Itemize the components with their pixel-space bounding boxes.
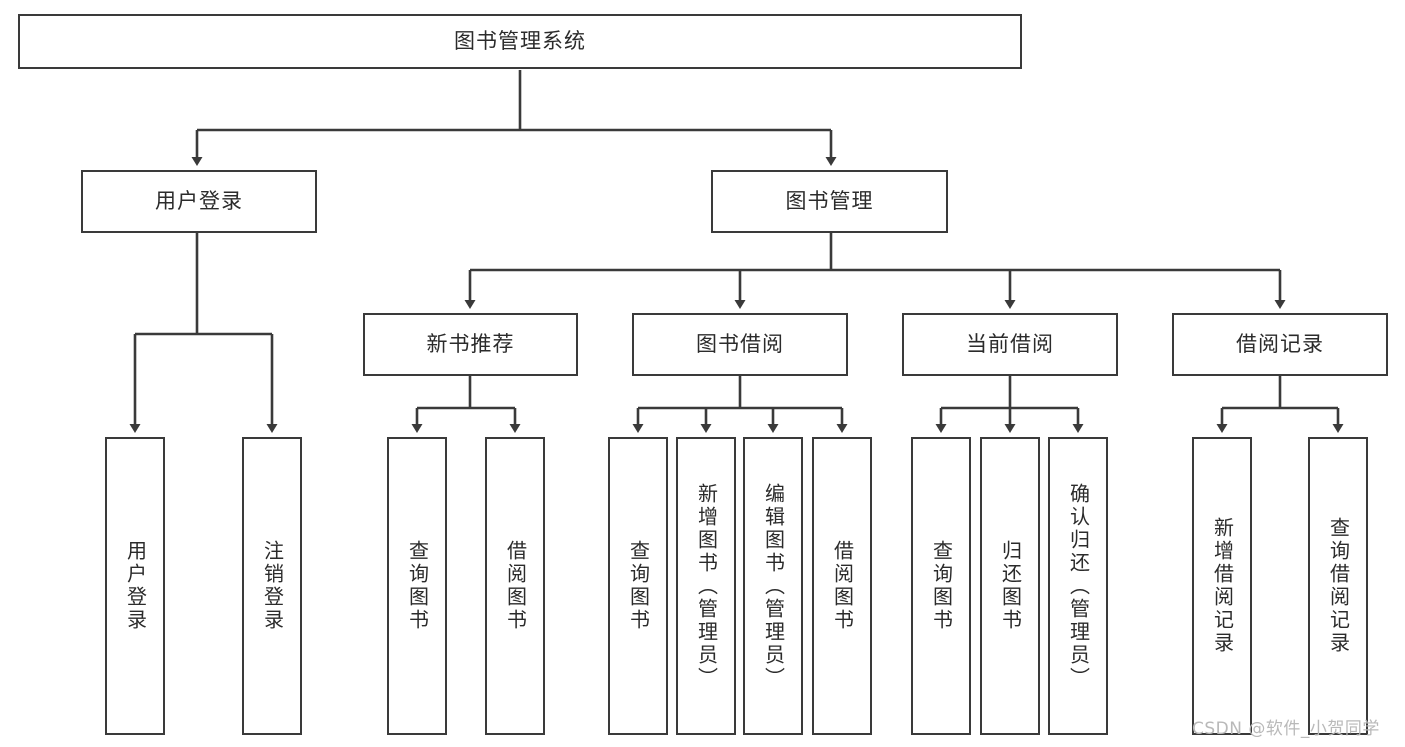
leaf-book-borrow-add-book-admin[interactable]: 新增图书（管理员）	[676, 437, 736, 735]
node-label: 新书推荐	[426, 331, 515, 356]
node-label: 图书管理	[785, 188, 874, 213]
node-label: 新增图书（管理员）	[694, 482, 719, 690]
leaf-borrow-record-add-record[interactable]: 新增借阅记录	[1192, 437, 1252, 735]
node-label: 借阅图书	[503, 540, 528, 632]
leaf-current-borrow-confirm-return-admin[interactable]: 确认归还（管理员）	[1048, 437, 1108, 735]
csdn-watermark: CSDN @软件_小贺同学	[1192, 719, 1380, 739]
leaf-new-book-query-book[interactable]: 查询图书	[387, 437, 447, 735]
node-book-borrow[interactable]: 图书借阅	[632, 313, 848, 376]
leaf-current-borrow-query-book[interactable]: 查询图书	[911, 437, 971, 735]
node-label: 当前借阅	[966, 331, 1054, 356]
node-label: 借阅记录	[1236, 331, 1324, 356]
node-book-management[interactable]: 图书管理	[711, 170, 948, 233]
node-current-borrow[interactable]: 当前借阅	[902, 313, 1118, 376]
leaf-new-book-borrow-book[interactable]: 借阅图书	[485, 437, 545, 735]
node-label: 用户登录	[123, 540, 148, 632]
node-label: 归还图书	[998, 540, 1023, 632]
node-label: 用户登录	[155, 188, 243, 213]
leaf-current-borrow-return-book[interactable]: 归还图书	[980, 437, 1040, 735]
node-label: 查询图书	[929, 540, 954, 632]
node-label: 图书借阅	[696, 331, 784, 356]
node-new-book-recommend[interactable]: 新书推荐	[363, 313, 578, 376]
leaf-user-login-login[interactable]: 用户登录	[105, 437, 165, 735]
node-label: 查询借阅记录	[1326, 517, 1351, 655]
leaf-borrow-record-query-record[interactable]: 查询借阅记录	[1308, 437, 1368, 735]
node-label: 查询图书	[626, 540, 651, 632]
leaf-user-login-logout[interactable]: 注销登录	[242, 437, 302, 735]
node-label: 编辑图书（管理员）	[761, 482, 786, 690]
node-label: 确认归还（管理员）	[1066, 482, 1091, 690]
node-label: 借阅图书	[830, 540, 855, 632]
node-user-login[interactable]: 用户登录	[81, 170, 317, 233]
node-borrow-record[interactable]: 借阅记录	[1172, 313, 1388, 376]
node-label: 查询图书	[405, 540, 430, 632]
node-root-system[interactable]: 图书管理系统	[18, 14, 1022, 69]
node-label: 注销登录	[260, 540, 285, 632]
node-label: 图书管理系统	[454, 28, 586, 53]
node-label: 新增借阅记录	[1210, 517, 1235, 655]
leaf-book-borrow-edit-book-admin[interactable]: 编辑图书（管理员）	[743, 437, 803, 735]
leaf-book-borrow-query-book[interactable]: 查询图书	[608, 437, 668, 735]
leaf-book-borrow-borrow-book[interactable]: 借阅图书	[812, 437, 872, 735]
